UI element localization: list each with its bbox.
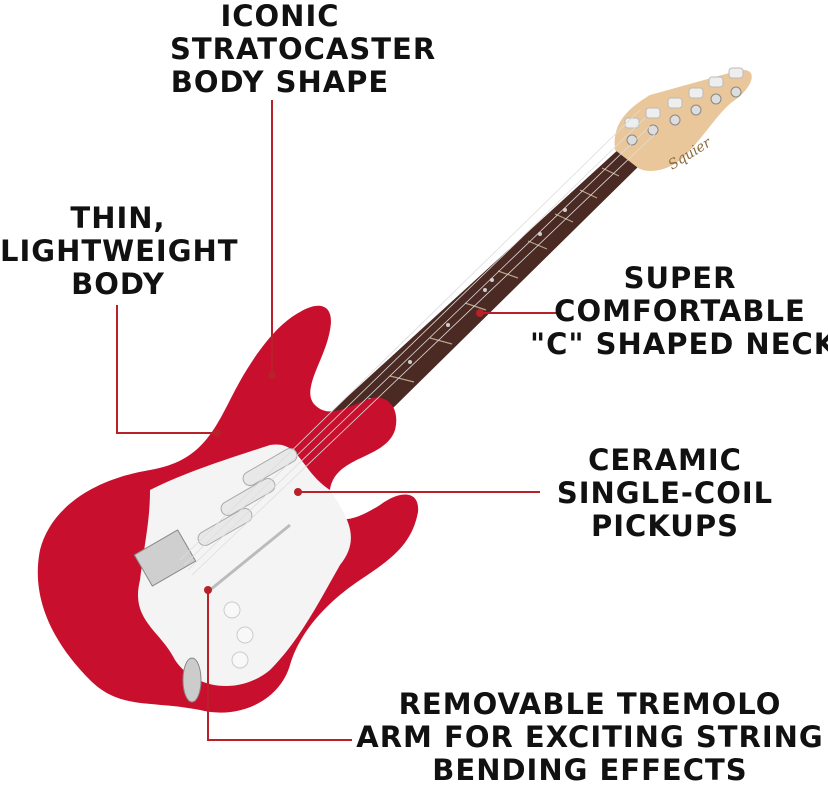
callout-neck: SUPER COMFORTABLE "C" SHAPED NECK [530, 262, 828, 361]
callout-line: SUPER [623, 261, 737, 295]
callout-dots [204, 309, 484, 594]
callout-line: BENDING EFFECTS [432, 753, 748, 787]
callout-tremolo: REMOVABLE TREMOLO ARM FOR EXCITING STRIN… [350, 688, 828, 787]
callout-line: ARM FOR EXCITING STRING [356, 720, 824, 754]
callout-line: LIGHTWEIGHT [0, 234, 239, 268]
callout-line: BODY [71, 267, 165, 301]
guitar-headstock: Squier [614, 67, 752, 173]
callout-line: BODY SHAPE [170, 65, 390, 99]
pickguard [138, 444, 351, 687]
callout-line: PICKUPS [591, 509, 739, 543]
tremolo-arm [209, 523, 291, 592]
callout-line: SINGLE-COIL [556, 476, 774, 510]
callout-lines [116, 100, 560, 741]
callout-pickups: CERAMIC SINGLE-COIL PICKUPS [540, 444, 790, 543]
bridge [133, 529, 197, 587]
callout-line: ICONIC [220, 0, 340, 33]
callout-body-shape: ICONIC STRATOCASTER BODY SHAPE [170, 0, 437, 99]
callout-line: REMOVABLE TREMOLO [398, 687, 782, 721]
guitar-body [37, 109, 656, 713]
callout-line: THIN, [70, 201, 166, 235]
callout-line: "C" SHAPED NECK [530, 327, 828, 361]
callout-line: STRATOCASTER [170, 32, 437, 66]
callout-line: COMFORTABLE [554, 294, 806, 328]
callout-lightweight: THIN, LIGHTWEIGHT BODY [0, 201, 239, 301]
callout-line: CERAMIC [588, 443, 742, 477]
